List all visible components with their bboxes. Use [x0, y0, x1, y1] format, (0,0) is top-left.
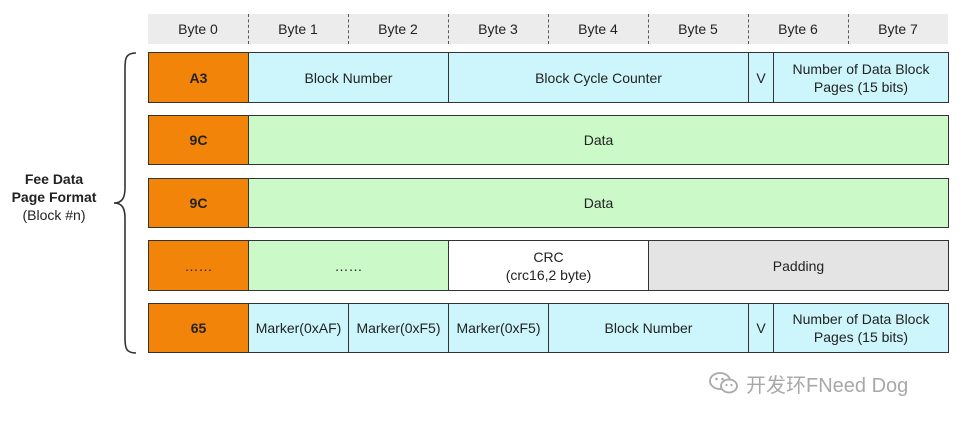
row-4-crc: CRC (crc16,2 byte)	[448, 240, 649, 291]
byte-0-header: Byte 0	[178, 21, 218, 37]
label-line-1: Fee Data	[24, 171, 84, 187]
header-divider	[548, 14, 549, 44]
wechat-icon	[709, 372, 738, 394]
curly-brace	[113, 52, 137, 354]
row-1-block-cycle-counter: Block Cycle Counter	[448, 52, 749, 103]
row-3-data: Data	[248, 178, 949, 228]
row-5-data-block-pages: Number of Data Block Pages (15 bits)	[773, 303, 949, 353]
row-1-block-number: Block Number	[248, 52, 449, 103]
row-5-id-cell: 65	[148, 303, 249, 353]
label-line-2: Page Format	[11, 189, 97, 205]
byte-7-header: Byte 7	[878, 21, 918, 37]
header-divider	[348, 14, 349, 44]
row-5-marker-f5-second: Marker(0xF5)	[448, 303, 549, 353]
row-4-id-cell: ……	[148, 240, 249, 291]
watermark-text: 开发环FNeed Dog	[746, 374, 909, 397]
watermark: 开发环FNeed Dog	[708, 368, 908, 398]
row-5-valid-bit: V	[748, 303, 774, 353]
header-divider	[248, 14, 249, 44]
page-format-label: Fee Data Page Format (Block #n)	[4, 170, 104, 224]
header-divider	[748, 14, 749, 44]
row-4-data: ……	[248, 240, 449, 291]
byte-2-header: Byte 2	[378, 21, 418, 37]
row-1-id-cell: A3	[148, 52, 249, 103]
header-divider	[848, 14, 849, 44]
label-line-3: (Block #n)	[22, 207, 86, 223]
row-2-data: Data	[248, 115, 949, 165]
row-3-id-cell: 9C	[148, 178, 249, 228]
byte-1-header: Byte 1	[278, 21, 318, 37]
byte-5-header: Byte 5	[678, 21, 718, 37]
byte-4-header: Byte 4	[578, 21, 618, 37]
row-5-block-number: Block Number	[548, 303, 749, 353]
byte-3-header: Byte 3	[478, 21, 518, 37]
row-1-valid-bit: V	[748, 52, 774, 103]
row-2-id-cell: 9C	[148, 115, 249, 165]
row-5-marker-f5-first: Marker(0xF5)	[348, 303, 449, 353]
header-divider	[448, 14, 449, 44]
row-1-data-block-pages: Number of Data Block Pages (15 bits)	[773, 52, 949, 103]
byte-6-header: Byte 6	[778, 21, 818, 37]
row-4-padding: Padding	[648, 240, 949, 291]
row-5-marker-af: Marker(0xAF)	[248, 303, 349, 353]
header-divider	[648, 14, 649, 44]
